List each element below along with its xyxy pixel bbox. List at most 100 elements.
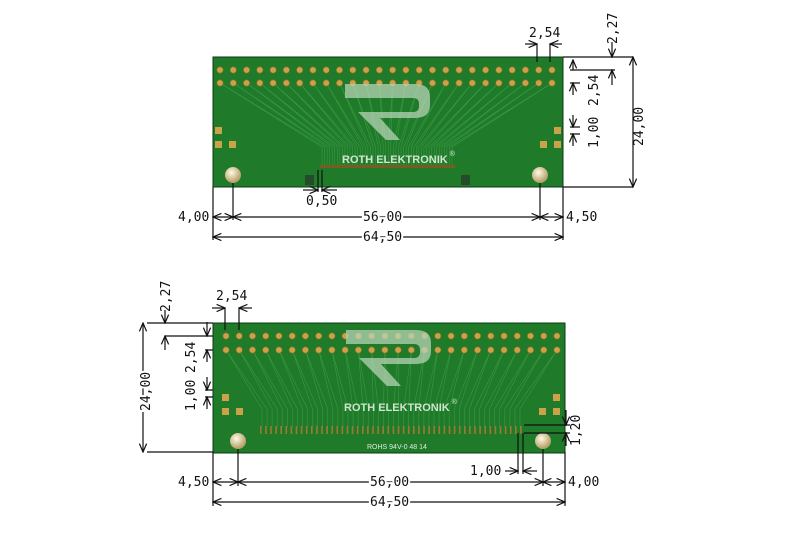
dim-pitch-v: 2,54 bbox=[587, 75, 602, 106]
pin-pad bbox=[442, 66, 450, 74]
pin-pad bbox=[368, 346, 376, 354]
pin-pad bbox=[309, 66, 317, 74]
pin-pad bbox=[553, 332, 561, 340]
trace bbox=[453, 349, 478, 427]
trace bbox=[365, 82, 379, 165]
registered-mark: ® bbox=[450, 150, 456, 158]
trace bbox=[344, 349, 359, 427]
pin-pad bbox=[315, 332, 323, 340]
trace bbox=[451, 82, 553, 165]
trace bbox=[438, 349, 452, 427]
dim-pad-gap: 1,00 bbox=[184, 380, 199, 411]
dim-height: 24,00 bbox=[632, 107, 647, 146]
dim-pitch-h: 2,54 bbox=[216, 289, 247, 304]
trace bbox=[339, 82, 371, 165]
pin-pad bbox=[460, 346, 468, 354]
pin-pad bbox=[322, 66, 330, 74]
dim-right-hole: 4,00 bbox=[568, 475, 599, 490]
pin-pad bbox=[341, 346, 349, 354]
pin-pad bbox=[296, 79, 304, 87]
dim-top-offset: 2,27 bbox=[159, 281, 174, 312]
trace bbox=[331, 349, 344, 427]
smd-pad bbox=[260, 426, 262, 434]
trace bbox=[379, 82, 387, 165]
pin-pad bbox=[375, 66, 383, 74]
pin-pad bbox=[309, 79, 317, 87]
pin-pad bbox=[269, 79, 277, 87]
trace bbox=[352, 82, 376, 165]
trace bbox=[408, 349, 412, 427]
smd-pad bbox=[489, 426, 492, 434]
mounting-hole bbox=[230, 433, 246, 449]
smd-pad bbox=[509, 426, 512, 434]
pin-pad bbox=[434, 332, 442, 340]
trace bbox=[387, 82, 393, 165]
smd-pad bbox=[494, 426, 497, 434]
smd-pad bbox=[341, 426, 344, 434]
pin-pad bbox=[407, 346, 415, 354]
pin-pad bbox=[527, 346, 535, 354]
pin-pad bbox=[434, 346, 442, 354]
pin-pad bbox=[535, 79, 543, 87]
trace bbox=[286, 82, 351, 165]
pin-pad bbox=[243, 79, 251, 87]
smd-pad bbox=[351, 426, 354, 434]
trace bbox=[448, 349, 465, 427]
trace bbox=[464, 349, 492, 427]
smd-pad bbox=[326, 426, 328, 434]
trace bbox=[479, 349, 505, 427]
pin-pad bbox=[521, 66, 529, 74]
smd-pads bbox=[260, 426, 522, 434]
trace bbox=[509, 349, 545, 427]
smd-pad bbox=[377, 426, 379, 434]
trace bbox=[433, 349, 452, 427]
pin-pad bbox=[322, 79, 330, 87]
smd-pad bbox=[387, 426, 390, 434]
trace bbox=[225, 349, 263, 427]
trace bbox=[278, 349, 303, 427]
corner-pads bbox=[215, 127, 561, 148]
trace bbox=[358, 349, 369, 427]
smd-pad bbox=[438, 426, 441, 434]
pin-pad bbox=[500, 332, 508, 340]
trace bbox=[393, 82, 407, 165]
trace bbox=[312, 82, 358, 165]
trace bbox=[219, 82, 325, 165]
trace bbox=[444, 82, 539, 165]
logo-mark bbox=[346, 330, 431, 386]
trace bbox=[238, 349, 273, 427]
smd-pad bbox=[372, 426, 374, 434]
smd-pad bbox=[367, 426, 369, 434]
trace bbox=[252, 349, 283, 427]
smd-pad bbox=[418, 426, 420, 434]
pin-pad bbox=[296, 66, 304, 74]
dim-top-offset: 2,27 bbox=[606, 13, 621, 44]
smd-pad bbox=[321, 426, 323, 434]
smd-pad bbox=[453, 426, 456, 434]
trace bbox=[514, 349, 558, 427]
registered-mark: ® bbox=[452, 398, 458, 406]
trace bbox=[436, 82, 513, 165]
dim-pad-length: 1,20 bbox=[569, 415, 584, 446]
trace bbox=[433, 82, 513, 165]
fiducial bbox=[305, 175, 314, 185]
pin-pad bbox=[428, 66, 436, 74]
trace bbox=[484, 349, 518, 427]
rohs-marking: ROHS 94V-0 48 14 bbox=[367, 444, 427, 451]
trace bbox=[318, 349, 334, 427]
traces bbox=[225, 349, 558, 427]
dim-right-hole: 4,50 bbox=[566, 210, 597, 225]
top-dimension-labels: 2,54 2,27 2,54 1,00 24,00 0,50 4,00 56,0… bbox=[178, 13, 647, 247]
pin-pad bbox=[487, 346, 495, 354]
dim-hole-span: 56,00 bbox=[370, 475, 409, 490]
smd-pad bbox=[285, 426, 288, 434]
pin-pad bbox=[235, 346, 243, 354]
smd-pad bbox=[433, 426, 435, 434]
trace bbox=[265, 349, 293, 427]
pin-pad bbox=[262, 332, 270, 340]
trace bbox=[400, 82, 420, 165]
trace bbox=[499, 349, 531, 427]
pin-pad bbox=[222, 332, 230, 340]
pin-pad bbox=[262, 346, 270, 354]
trace bbox=[365, 82, 381, 165]
